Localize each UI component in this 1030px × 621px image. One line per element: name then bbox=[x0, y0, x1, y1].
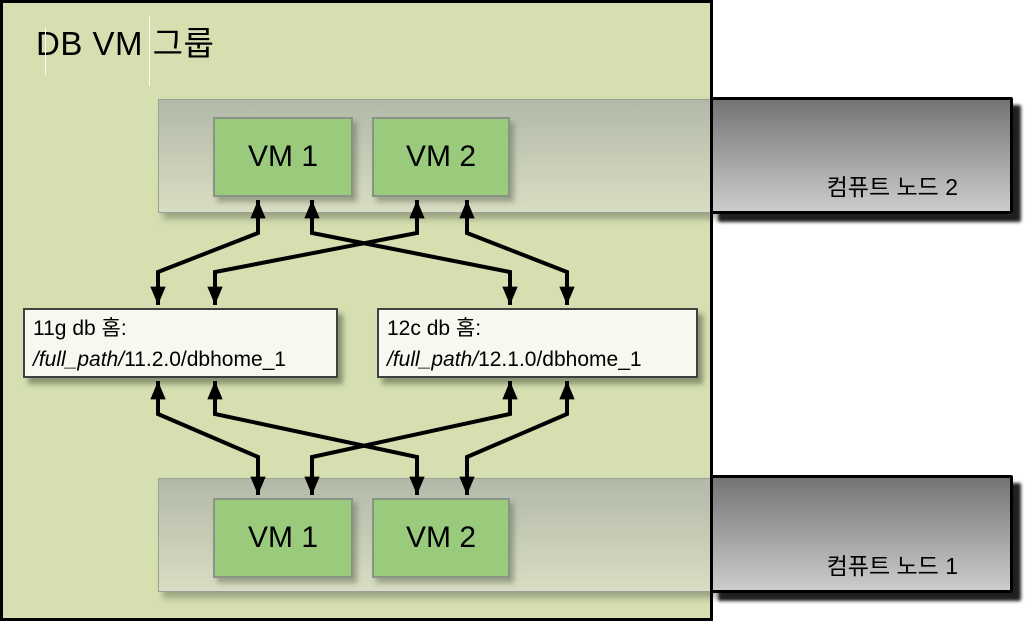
vm-label: VM 1 bbox=[247, 140, 319, 173]
compute-node-1-bar-outer: 컴퓨트 노드 1 bbox=[710, 475, 1013, 593]
compute-node-2-bar-outer: 컴퓨트 노드 2 bbox=[710, 97, 1013, 214]
db-home-11g-path-rest: 11.2.0/dbhome_1 bbox=[124, 348, 286, 371]
node1-vm1-box: VM 1 bbox=[213, 498, 353, 578]
vm-label: VM 2 bbox=[405, 140, 477, 173]
db-home-11g-path: /full_path/11.2.0/dbhome_1 bbox=[33, 344, 328, 375]
vm-label: VM 2 bbox=[405, 521, 477, 554]
db-home-12c-path-italic: /full_path/ bbox=[387, 348, 479, 371]
compute-node-1-label: 컴퓨트 노드 1 bbox=[826, 553, 958, 579]
db-home-12c-title: 12c db 홈: bbox=[387, 317, 482, 340]
db-home-12c-box: 12c db 홈: /full_path/12.1.0/dbhome_1 bbox=[377, 308, 698, 378]
db-home-11g-title: 11g db 홈: bbox=[33, 317, 127, 340]
artifact-line bbox=[45, 28, 46, 75]
db-home-12c-path-rest: 12.1.0/dbhome_1 bbox=[478, 348, 642, 371]
node1-vm2-box: VM 2 bbox=[372, 498, 510, 578]
artifact-line bbox=[149, 16, 150, 86]
vm-label: VM 1 bbox=[247, 521, 319, 554]
node2-vm2-box: VM 2 bbox=[372, 117, 510, 197]
db-home-12c-path: /full_path/12.1.0/dbhome_1 bbox=[387, 344, 688, 375]
group-box-right-border bbox=[710, 0, 713, 621]
db-home-11g-path-italic: /full_path/ bbox=[33, 348, 125, 371]
node2-vm1-box: VM 1 bbox=[213, 117, 353, 197]
compute-node-2-label: 컴퓨트 노드 2 bbox=[826, 174, 958, 200]
db-home-11g-box: 11g db 홈: /full_path/11.2.0/dbhome_1 bbox=[23, 308, 338, 378]
group-title: DB VM 그룹 bbox=[36, 25, 215, 62]
